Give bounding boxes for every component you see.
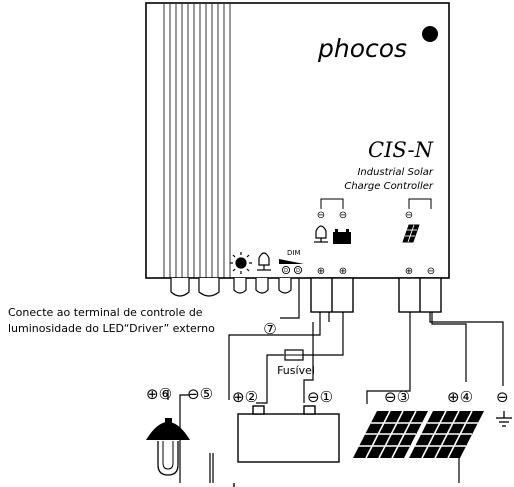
brand-logo: phocos bbox=[317, 34, 407, 63]
dim-label: DIM bbox=[287, 249, 301, 257]
label-panel-plus: ⊕④ bbox=[447, 388, 473, 406]
model-subtitle-1: Industrial Solar bbox=[357, 167, 433, 178]
label-battery-plus: ⊕② bbox=[232, 388, 258, 406]
lamp-icon bbox=[257, 252, 271, 271]
dim-indicator: DIM D D bbox=[279, 249, 304, 275]
terminal-bracket-left bbox=[320, 198, 344, 209]
terminal-sign-panel-top: ⊖ bbox=[405, 210, 413, 221]
model-subtitle-2: Charge Controller bbox=[344, 181, 434, 192]
ground-icon bbox=[496, 411, 512, 427]
terminal-bracket-right bbox=[408, 198, 432, 209]
light-bulb-icon bbox=[146, 418, 190, 476]
dim-mark-2: D bbox=[296, 268, 300, 274]
fuse-icon bbox=[284, 349, 304, 361]
terminal-sign-panel-minus: ⊖ bbox=[427, 266, 435, 277]
terminal-sign-lamp-top: ⊖ bbox=[317, 210, 325, 221]
led-driver-note-line2: luminosidade do LED“Driver” externo bbox=[8, 322, 215, 335]
label-lamp-plus: ⊕⑥ bbox=[146, 385, 172, 403]
controller: phocos CIS-N Industrial Solar Charge Con… bbox=[145, 2, 450, 297]
label-panel-minus: ⊖③ bbox=[384, 388, 410, 406]
heatsink-fins bbox=[163, 4, 231, 278]
logo-dot bbox=[422, 26, 438, 42]
label-lamp-minus: ⊖⑤ bbox=[187, 385, 213, 403]
solar-panel-array bbox=[353, 410, 484, 459]
sun-icon bbox=[230, 252, 252, 274]
terminal-sign-battery-top: ⊖ bbox=[339, 210, 347, 221]
terminal-glands bbox=[310, 277, 442, 313]
battery-icon bbox=[333, 229, 351, 244]
led-driver-note-line1: Conecte ao terminal de controle de bbox=[8, 306, 203, 319]
wires bbox=[167, 278, 504, 483]
lamp-terminal-icon bbox=[314, 225, 328, 243]
dim-mark-1: D bbox=[284, 268, 288, 274]
battery-icon-large bbox=[233, 405, 340, 487]
terminal-sign-panel-plus: ⊕ bbox=[405, 266, 413, 277]
terminal-sign-lamp-bottom: ⊕ bbox=[317, 266, 325, 277]
terminal-sign-battery-bottom: ⊕ bbox=[339, 266, 347, 277]
terminal-7-marker: ⑦ bbox=[263, 320, 276, 338]
fuse-label: Fusível bbox=[277, 364, 315, 377]
model-name: CIS-N bbox=[368, 138, 434, 162]
label-ground: ⊖ bbox=[496, 388, 509, 406]
label-battery-minus: ⊖① bbox=[307, 388, 333, 406]
cable-glands bbox=[170, 278, 292, 297]
solar-panel-icon bbox=[402, 224, 420, 243]
controller-casing bbox=[145, 2, 450, 279]
